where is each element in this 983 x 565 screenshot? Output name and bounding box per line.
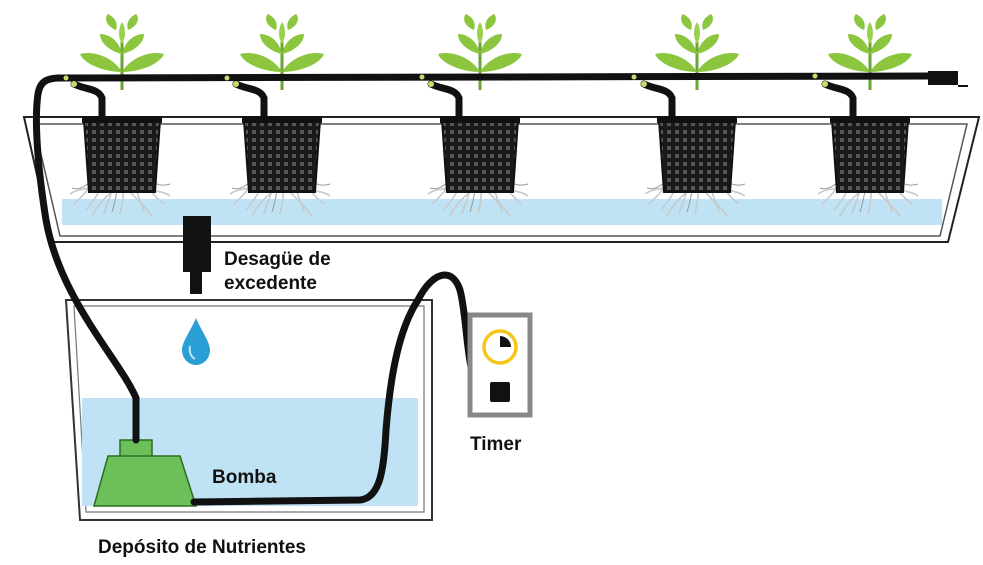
plant-4: [644, 12, 746, 217]
clock-icon: [482, 329, 518, 365]
plant-1: [69, 12, 171, 217]
pump-label: Bomba: [212, 467, 277, 488]
overflow-drain: [183, 216, 211, 294]
water-drop-icon: [182, 318, 210, 365]
pump: [93, 439, 198, 507]
dripper-4: [641, 81, 672, 120]
drain-label: Desagüe de excedente: [224, 249, 331, 294]
dripper-5: [822, 81, 853, 120]
tank-label: Depósito de Nutrientes: [98, 537, 306, 558]
supply-tube: [32, 74, 140, 444]
plant-2: [229, 12, 331, 217]
dripper-1: [71, 81, 102, 120]
drip-line: [54, 71, 968, 87]
dripper-2: [233, 81, 264, 120]
timer-label: Timer: [470, 434, 522, 455]
plant-5: [817, 12, 919, 217]
timer: [467, 312, 533, 418]
dripper-3: [428, 81, 459, 120]
plant-3: [427, 12, 529, 217]
power-cord: [190, 271, 498, 506]
